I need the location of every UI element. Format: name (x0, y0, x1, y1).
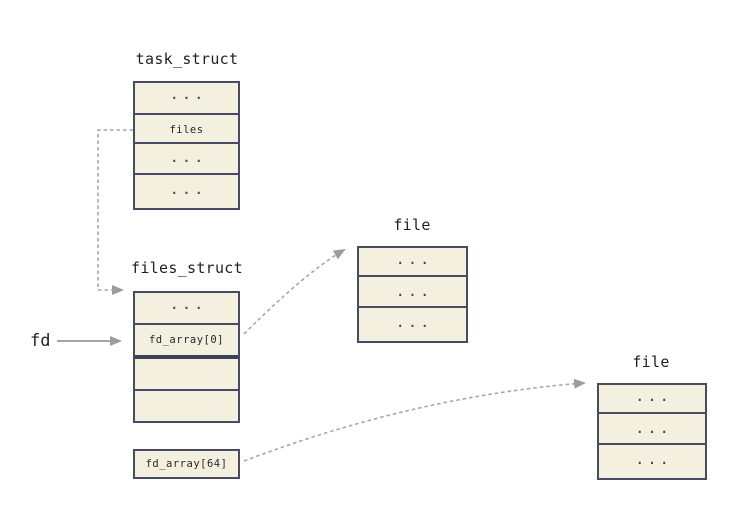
fd-array-0-to-file-arrow (243, 248, 346, 335)
file-bottom-row-0: ... (636, 389, 673, 404)
fd-array-64-box: fd_array[64] (133, 449, 240, 479)
files-struct-row-0: ... (170, 298, 208, 312)
file-top-row-2: ... (359, 306, 466, 338)
task-struct-row-0: ... (170, 87, 208, 102)
files-struct-title: files_struct (131, 259, 243, 277)
file-top-box: ... ... ... (357, 246, 468, 343)
file-top-row-0: ... (396, 252, 434, 267)
file-bottom-title: file (632, 353, 670, 371)
fd-array-64-label: fd_array[64] (145, 458, 228, 470)
files-struct-box: ... fd_array[0] (133, 291, 240, 423)
file-top-row-1: ... (359, 274, 466, 307)
file-bottom-row-1: ... (599, 411, 705, 444)
file-bottom-row-2: ... (599, 443, 705, 475)
task-struct-row-2: ... (135, 141, 238, 174)
file-bottom-box: ... ... ... (597, 383, 707, 480)
files-struct-row-fd-array-0: fd_array[0] (135, 323, 238, 355)
task-struct-box: ... files ... ... (133, 81, 240, 210)
files-struct-row-2 (135, 355, 238, 389)
fd-array-64-to-file-arrow (243, 378, 586, 462)
task-struct-row-3: ... (135, 173, 238, 205)
task-struct-row-files: files (135, 112, 238, 145)
fd-pointer-label: fd (30, 331, 51, 351)
files-struct-row-3 (135, 389, 238, 421)
task-struct-title: task_struct (135, 50, 239, 68)
file-top-title: file (393, 216, 431, 234)
